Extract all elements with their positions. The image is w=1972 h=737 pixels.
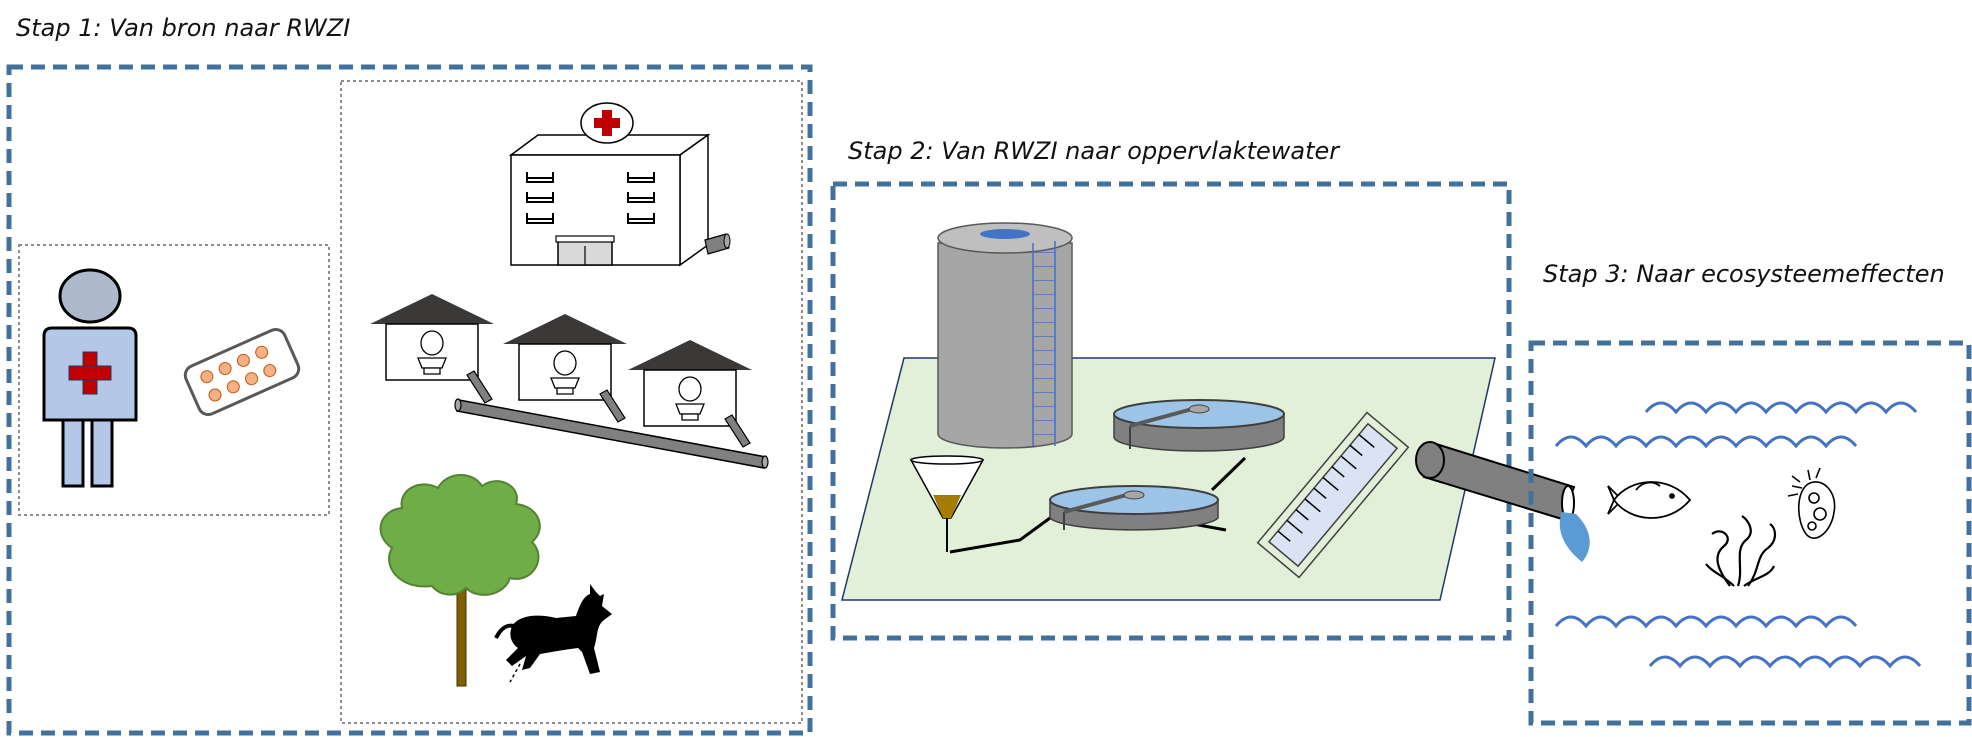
medicine-pills-icon [183, 327, 301, 417]
filter-bed-icon [1256, 411, 1410, 579]
tree-icon [379, 474, 541, 687]
person-panel [18, 244, 330, 516]
person-icon [42, 268, 138, 488]
waterplant-icon [1705, 515, 1777, 587]
step-1-label: Stap 1: Van bron naar RWZI [16, 14, 351, 42]
dog-icon [494, 584, 612, 683]
settling-tank-icon [1113, 399, 1285, 452]
hospital-pipe-icon [704, 233, 731, 255]
house-toilet-icon [370, 294, 494, 381]
plankton-icon [1787, 467, 1836, 539]
step-1-frame [6, 64, 813, 736]
settling-tank-icon [1049, 485, 1219, 531]
sources-panel [340, 80, 803, 724]
wave-icon [1554, 401, 1922, 669]
storage-tank-icon [937, 222, 1073, 449]
step-2-frame [830, 181, 1512, 641]
house-toilet-icon [503, 314, 627, 401]
hospital-icon [508, 102, 731, 267]
step-3-label: Stap 3: Naar ecosysteemeffecten [1543, 260, 1945, 288]
fish-icon [1607, 481, 1692, 519]
house-toilet-icon [628, 340, 752, 427]
funnel-icon [909, 455, 985, 552]
step-2-label: Stap 2: Van RWZI naar oppervlaktewater [848, 137, 1340, 165]
outflow-pipe-icon [1415, 441, 1590, 562]
sewer-pipe-icon [454, 370, 769, 469]
step-3-frame [1528, 340, 1972, 726]
red-cross-icon [68, 351, 112, 395]
